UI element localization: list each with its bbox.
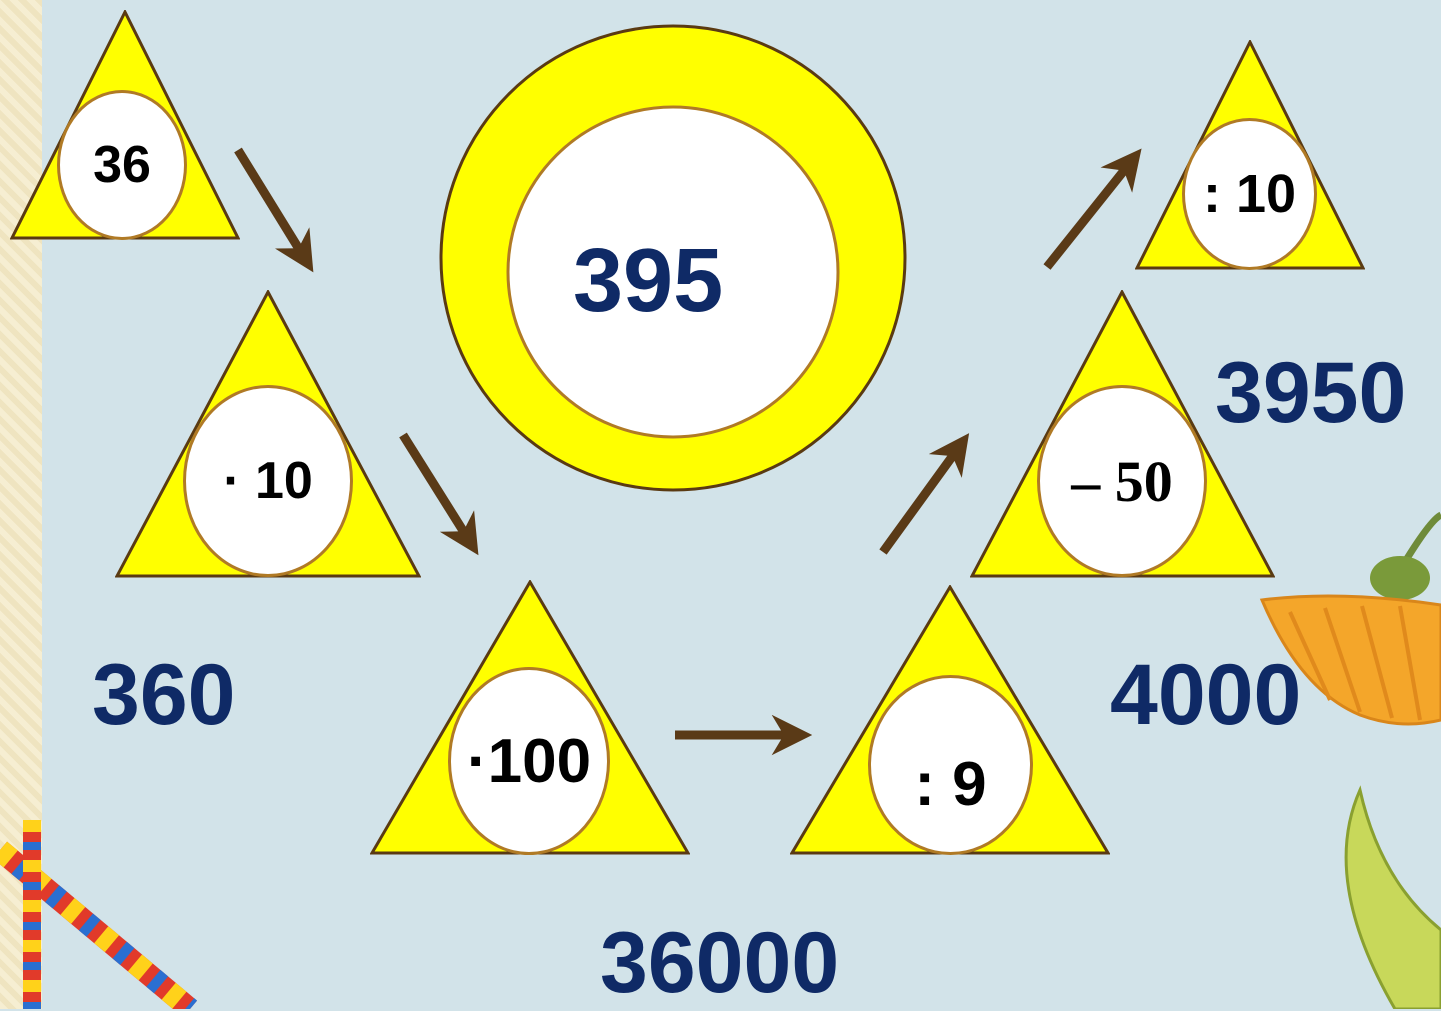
- step-label: ·100: [448, 667, 610, 855]
- step-mul10: · 10: [115, 290, 421, 578]
- result-3950: 3950: [1215, 345, 1407, 441]
- step-div10: : 10: [1135, 40, 1365, 270]
- center-value: 395: [573, 231, 724, 331]
- arrow-1: [234, 147, 314, 273]
- flower-decoration: [1259, 511, 1441, 1009]
- rope-decoration: [0, 820, 198, 1009]
- step-label: : 9: [868, 675, 1033, 855]
- step-label: : 10: [1182, 118, 1317, 270]
- step-label: · 10: [183, 385, 353, 577]
- step-minus50: – 50: [970, 290, 1275, 578]
- step-start: 36: [10, 10, 240, 240]
- center-circle: [506, 105, 840, 439]
- result-4000: 4000: [1110, 647, 1302, 743]
- step-div9: : 9: [790, 585, 1110, 855]
- result-360: 360: [92, 647, 236, 743]
- step-label: 36: [57, 90, 187, 240]
- step-mul100: ·100: [370, 580, 690, 855]
- arrow-2: [399, 432, 479, 556]
- arrow-4: [879, 433, 970, 555]
- step-label: – 50: [1037, 385, 1207, 577]
- arrow-5: [1043, 148, 1142, 270]
- result-36000: 36000: [600, 915, 840, 1011]
